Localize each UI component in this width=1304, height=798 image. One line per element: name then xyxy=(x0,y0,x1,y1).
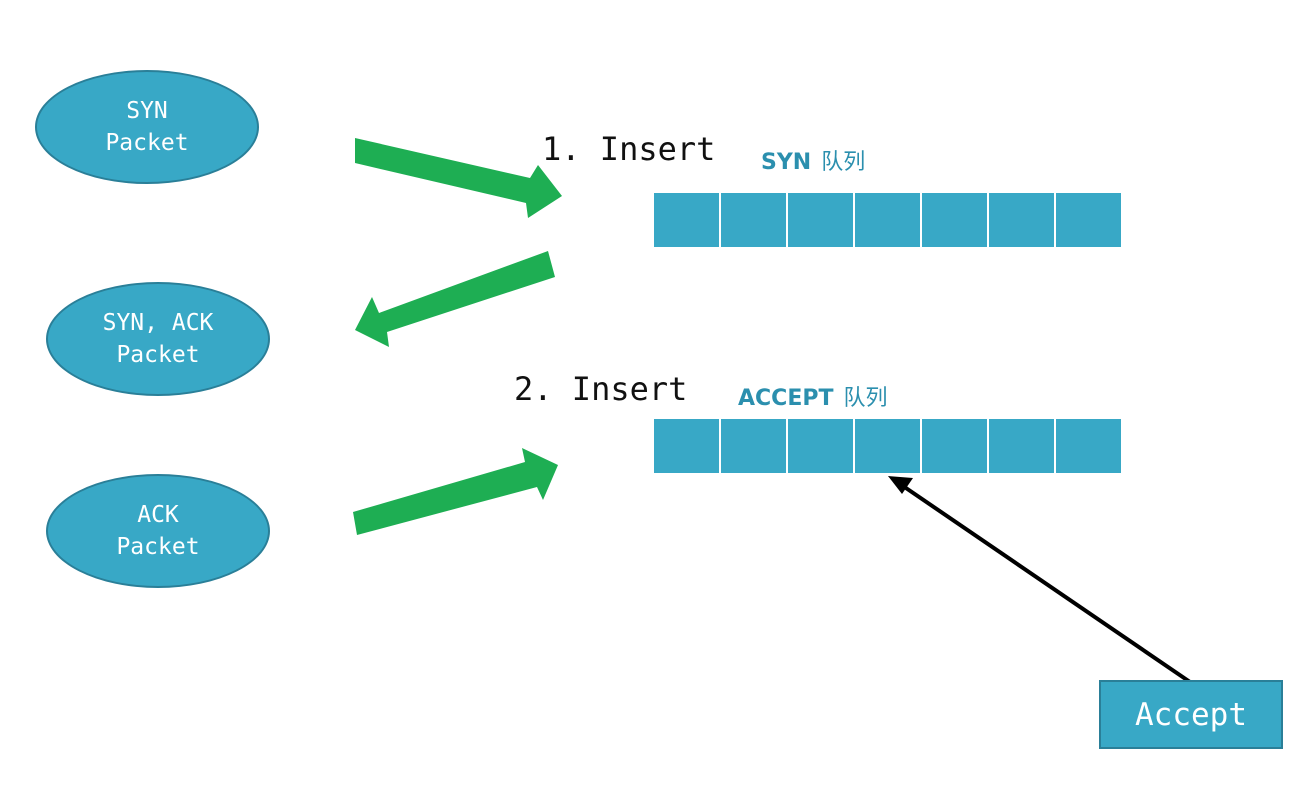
accept-queue-title: ACCEPT 队列 xyxy=(738,380,888,412)
accept-dequeue-arrow-line xyxy=(901,484,1192,684)
synack-reply-arrow xyxy=(355,251,555,347)
synack-packet-node: SYN, ACK Packet xyxy=(46,282,270,396)
syn-queue-slot xyxy=(855,193,920,247)
accept-button[interactable]: Accept xyxy=(1099,680,1283,749)
syn-packet-node: SYN Packet xyxy=(35,70,259,184)
accept-queue-slot xyxy=(922,419,987,473)
step2-label: 2. Insert xyxy=(514,370,688,408)
accept-queue-slot xyxy=(989,419,1054,473)
syn-to-queue-arrow xyxy=(355,138,562,218)
syn-queue-slot xyxy=(922,193,987,247)
ack-packet-line1: ACK xyxy=(137,502,179,528)
syn-queue-slot xyxy=(989,193,1054,247)
step1-label: 1. Insert xyxy=(542,130,716,168)
ack-packet-line2: Packet xyxy=(116,534,200,560)
accept-dequeue-arrowhead xyxy=(888,476,913,494)
accept-queue-slot xyxy=(855,419,920,473)
syn-queue-slot xyxy=(1056,193,1121,247)
syn-packet-line2: Packet xyxy=(105,130,189,156)
accept-queue-suffix: 队列 xyxy=(843,386,888,411)
syn-queue-slot xyxy=(654,193,719,247)
ack-packet-node: ACK Packet xyxy=(46,474,270,588)
syn-queue-suffix: 队列 xyxy=(821,150,866,175)
accept-queue-slot xyxy=(654,419,719,473)
ack-to-queue-arrow xyxy=(353,448,558,535)
accept-queue-name: ACCEPT xyxy=(738,386,834,411)
syn-queue-slot xyxy=(788,193,853,247)
syn-queue xyxy=(654,193,1121,247)
accept-queue-slot xyxy=(788,419,853,473)
syn-queue-title: SYN 队列 xyxy=(761,144,865,176)
accept-queue-slot xyxy=(1056,419,1121,473)
syn-queue-name: SYN xyxy=(761,150,812,175)
syn-queue-slot xyxy=(721,193,786,247)
accept-queue xyxy=(654,419,1121,473)
synack-packet-line2: Packet xyxy=(116,342,200,368)
accept-queue-slot xyxy=(721,419,786,473)
syn-packet-line1: SYN xyxy=(126,98,168,124)
synack-packet-line1: SYN, ACK xyxy=(102,310,214,336)
